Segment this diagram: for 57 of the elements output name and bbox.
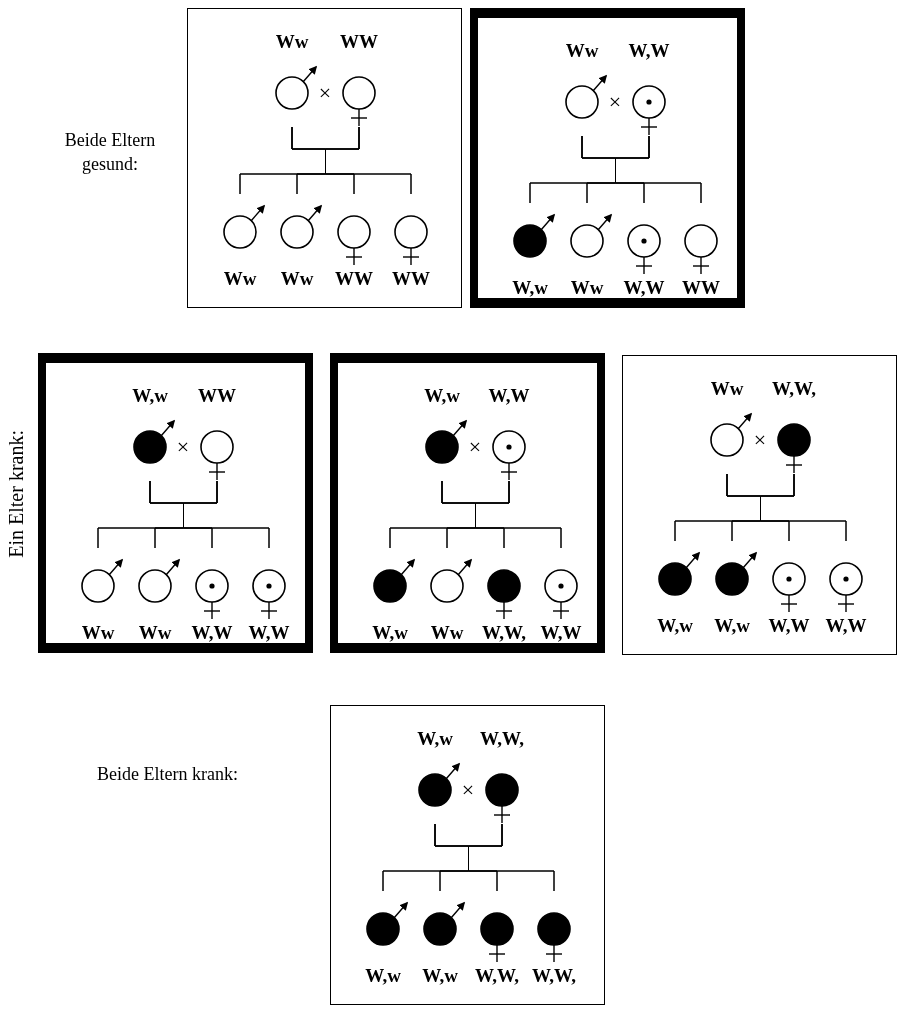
pedigree-line [475, 480, 562, 549]
cross-sign: × [753, 429, 767, 451]
genotype-label: Ww [223, 268, 257, 290]
pedigree-panel [187, 8, 462, 308]
cross-sign: × [468, 436, 482, 458]
genotype-label: WW [335, 268, 373, 290]
pedigree-panel [330, 705, 605, 1005]
cross-sign: × [176, 436, 190, 458]
pedigree-panel [470, 8, 745, 308]
cross-sign: × [318, 82, 332, 104]
pedigree-line [468, 823, 555, 892]
pedigree-line [325, 126, 412, 195]
genotype-label: W,W, [532, 965, 576, 987]
genotype-label: W,W [628, 40, 670, 62]
genotype-label: W,w [422, 965, 458, 987]
genotype-label: WW [340, 31, 378, 53]
genotype-label: W,w [372, 622, 408, 644]
pedigree-panel [38, 353, 313, 653]
genotype-label: Ww [275, 31, 309, 53]
genotype-label: Ww [138, 622, 172, 644]
genotype-label: W,W, [482, 622, 526, 644]
genotype-label: W,W, [480, 728, 524, 750]
row-label: Beide Eltern gesund: [63, 129, 157, 176]
genotype-label: W,W [825, 615, 867, 637]
genotype-label: WW [392, 268, 430, 290]
pedigree-line [183, 480, 270, 549]
genotype-label: W,W, [475, 965, 519, 987]
genotype-label: Ww [81, 622, 115, 644]
pedigree-panel [330, 353, 605, 653]
cross-sign: × [461, 779, 475, 801]
pedigree-panel [622, 355, 897, 655]
genotype-label: W,w [365, 965, 401, 987]
genotype-label: Ww [430, 622, 464, 644]
genotype-label: Ww [280, 268, 314, 290]
genotype-label: W,W [540, 622, 582, 644]
genotype-label: W,W [488, 385, 530, 407]
pedigree-line [760, 473, 847, 542]
genotype-label: WW [682, 277, 720, 299]
genotype-label: W,W [248, 622, 290, 644]
genotype-label: W,W, [772, 378, 816, 400]
genotype-label: W,w [417, 728, 453, 750]
genotype-label: W,w [657, 615, 693, 637]
genotype-label: Ww [570, 277, 604, 299]
genotype-label: W,w [424, 385, 460, 407]
genotype-label: W,w [714, 615, 750, 637]
genotype-label: W,W [623, 277, 665, 299]
genotype-label: WW [198, 385, 236, 407]
genotype-label: Ww [710, 378, 744, 400]
pedigree-line [615, 135, 702, 204]
row-label: Beide Eltern krank: [97, 763, 238, 786]
row-label: Ein Elter krank: [4, 430, 28, 558]
cross-sign: × [608, 91, 622, 113]
genotype-label: W,w [132, 385, 168, 407]
genotype-label: W,W [191, 622, 233, 644]
genotype-label: W,W [768, 615, 810, 637]
genotype-label: W,w [512, 277, 548, 299]
genotype-label: Ww [565, 40, 599, 62]
